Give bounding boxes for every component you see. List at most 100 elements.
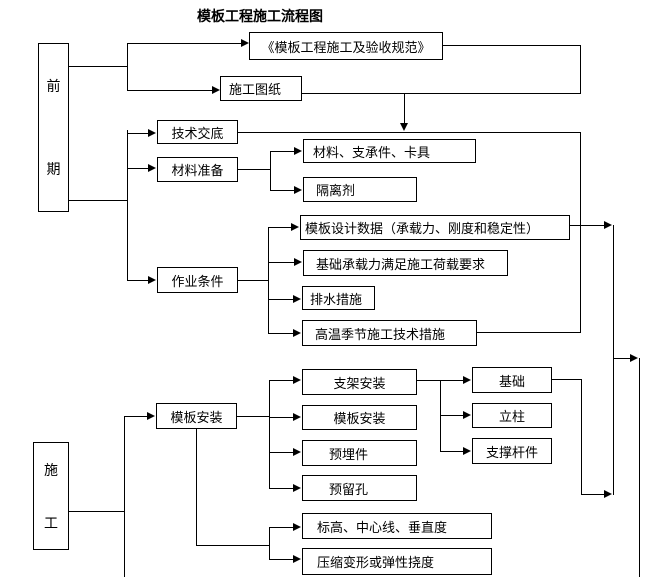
arrow-head-right	[293, 523, 301, 531]
elevation-centerline-verticality-box: 标高、中心线、垂直度	[302, 513, 492, 539]
connector-line	[238, 169, 270, 170]
connector-line	[269, 452, 295, 453]
high-temp-measures-box: 高温季节施工技术措施	[302, 320, 477, 346]
connector-line	[269, 527, 270, 560]
arrow-head-right	[148, 129, 156, 137]
connector-line	[268, 262, 296, 263]
connector-line	[269, 380, 270, 489]
connector-line	[270, 190, 296, 191]
columns-box: 立柱	[472, 403, 552, 428]
connector-line	[440, 451, 465, 452]
arrow-head-right	[293, 413, 301, 421]
stage-preparation-char: 期	[46, 162, 61, 179]
arrow-head-right	[147, 412, 155, 420]
connector-line	[127, 130, 128, 281]
stage-construction-box: 施工	[33, 442, 69, 550]
arrow-head-right	[294, 258, 302, 266]
arrow-head-right	[463, 376, 471, 384]
connector-line	[270, 151, 296, 152]
formwork-installation-sub-box: 模板安装	[302, 405, 417, 430]
connector-line	[440, 380, 465, 381]
formwork-installation-box: 模板安装	[156, 403, 237, 429]
connector-line	[269, 559, 295, 560]
diagram-title: 模板工程施工流程图	[197, 9, 323, 25]
connector-line	[440, 415, 465, 416]
connector-line	[581, 379, 582, 495]
connector-line	[268, 299, 295, 300]
arrow-head-right	[463, 411, 471, 419]
arrow-head-right	[293, 448, 301, 456]
arrow-head-right	[630, 354, 638, 362]
compression-deflection-box: 压缩变形或弹性挠度	[302, 548, 492, 575]
arrow-head-right	[293, 484, 301, 492]
connector-line	[268, 227, 269, 334]
connector-line	[570, 225, 606, 226]
connector-line	[552, 379, 581, 380]
arrow-head-right	[294, 147, 302, 155]
connector-line	[127, 43, 243, 44]
foundation-bearing-capacity-box: 基础承载力满足施工荷载要求	[303, 250, 508, 276]
connector-line	[238, 280, 268, 281]
connector-line	[613, 358, 632, 359]
connector-line	[124, 416, 125, 577]
drainage-measures-box: 排水措施	[302, 286, 375, 310]
connector-line	[238, 132, 581, 133]
materials-supports-clamps-box: 材料、支承件、卡具	[303, 139, 476, 163]
connector-line	[639, 358, 640, 577]
connector-line	[404, 93, 405, 124]
connector-line	[443, 45, 581, 46]
construction-drawings-box: 施工图纸	[220, 76, 302, 101]
arrow-head-right	[241, 39, 249, 47]
connector-line	[69, 511, 124, 512]
arrow-head-right	[294, 186, 302, 194]
connector-line	[581, 494, 606, 495]
arrow-head-right	[604, 490, 612, 498]
arrow-head-right	[148, 164, 156, 172]
connector-line	[127, 90, 214, 91]
arrow-head-right	[291, 223, 299, 231]
connector-line	[268, 333, 295, 334]
connector-line	[127, 133, 150, 134]
arrow-head-right	[212, 86, 220, 94]
connector-line	[417, 380, 440, 381]
technical-disclosure-box: 技术交底	[157, 120, 238, 144]
connector-line	[477, 332, 581, 333]
arrow-head-right	[293, 555, 301, 563]
connector-line	[269, 488, 295, 489]
connector-line	[237, 416, 269, 417]
connector-line	[196, 429, 197, 546]
support-rods-box: 支撑杆件	[472, 438, 552, 464]
connector-line	[270, 151, 271, 191]
stage-preparation-char: 前	[46, 78, 61, 95]
arrow-head-right	[148, 276, 156, 284]
connector-line	[69, 200, 127, 201]
stage-construction-char: 工	[44, 515, 58, 532]
arrow-head-right	[293, 295, 301, 303]
connector-line	[580, 45, 581, 94]
connector-line	[127, 168, 150, 169]
arrow-head-down	[400, 123, 408, 131]
arrow-head-right	[293, 329, 301, 337]
connector-line	[269, 380, 295, 381]
connector-line	[580, 132, 581, 333]
connector-line	[127, 43, 128, 91]
work-conditions-box: 作业条件	[157, 267, 238, 293]
connector-line	[196, 545, 269, 546]
arrow-head-right	[293, 376, 301, 384]
stage-construction-char: 施	[44, 462, 58, 479]
connector-line	[127, 280, 150, 281]
foundation-box: 基础	[472, 367, 552, 393]
connector-line	[269, 417, 295, 418]
connector-line	[302, 93, 581, 94]
spec-standard-box: 《模板工程施工及验收规范》	[249, 32, 443, 60]
connector-line	[268, 227, 293, 228]
reserved-holes-box: 预留孔	[302, 475, 417, 501]
release-agent-box: 隔离剂	[303, 177, 417, 202]
arrow-head-right	[604, 221, 612, 229]
connector-line	[269, 527, 295, 528]
material-preparation-box: 材料准备	[157, 157, 238, 182]
connector-line	[124, 416, 149, 417]
connector-line	[69, 66, 127, 67]
arrow-head-right	[463, 447, 471, 455]
